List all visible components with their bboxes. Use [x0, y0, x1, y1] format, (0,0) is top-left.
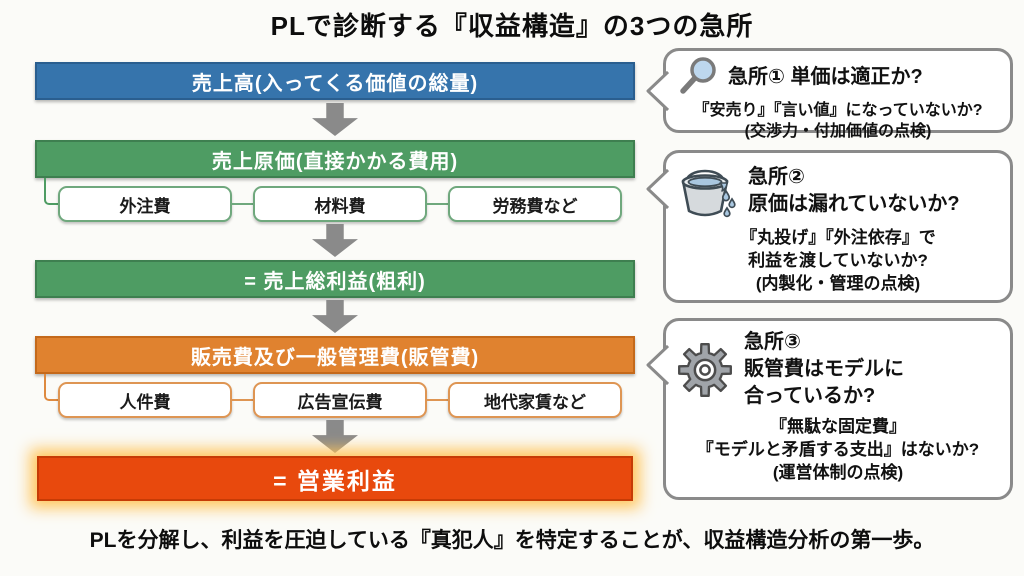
- callout3-body-line: (運営体制の点検): [772, 463, 904, 482]
- callout2-body-line: 利益を渡していないか?: [748, 251, 928, 270]
- callout2-body-line: (内製化・管理の点検): [755, 274, 921, 293]
- callout3-body-line: 『モデルと矛盾する支出』はないか?: [696, 440, 980, 459]
- magnifier-icon: [680, 57, 716, 94]
- callout2-body-line: 『丸投げ』『外注依存』で: [740, 228, 936, 247]
- connector-line: [230, 203, 253, 205]
- connector-line: [425, 399, 448, 401]
- connector-bracket-cogs: [44, 178, 59, 205]
- down-arrow-4: [312, 420, 358, 453]
- callout3-heading: 販管費はモデルに: [744, 358, 904, 380]
- sga-item-advertising: 広告宣伝費: [253, 382, 427, 418]
- callout-cost-leak: 急所② 原価は漏れていないか? 『丸投げ』『外注依存』で 利益を渡していないか?…: [646, 150, 1013, 303]
- callout1-body-line: 『安売り』『言い値』になっていないか?: [693, 102, 983, 119]
- callout2-heading: 原価は漏れていないか?: [748, 193, 960, 215]
- callout3-body-line: 『無駄な固定費』: [770, 417, 906, 436]
- bucket-icon: [681, 169, 736, 218]
- page-title: PLで診断する『収益構造』の3つの急所: [270, 11, 754, 41]
- gear-icon: [678, 342, 732, 397]
- callout3-heading: 急所③: [744, 331, 801, 353]
- flow-box-cogs: 売上原価(直接かかる費用): [35, 140, 635, 178]
- callout1-body-line: (交渉力・付加価値の点検): [744, 123, 932, 140]
- callout-unit-price: 急所① 単価は適正か? 『安売り』『言い値』になっていないか? (交渉力・付加価…: [646, 48, 1013, 140]
- callout2-heading: 急所②: [748, 166, 805, 188]
- connector-line: [425, 203, 448, 205]
- callout1-heading: 急所① 単価は適正か?: [728, 65, 923, 88]
- flow-box-sga: 販売費及び一般管理費(販管費): [35, 336, 635, 374]
- down-arrow-3: [312, 300, 358, 333]
- down-arrow-1: [312, 103, 358, 136]
- sga-item-rent: 地代家賃など: [448, 382, 622, 418]
- callout-tail: [646, 168, 669, 210]
- callout-sga-fit: 急所③ 販管費はモデルに 合っているか? 『無駄な固定費』 『モデルと矛盾する支…: [646, 318, 1013, 500]
- flow-box-sales: 売上高(入ってくる価値の総量): [35, 62, 635, 100]
- cogs-item-labor: 労務費など: [448, 186, 622, 222]
- cogs-item-materials: 材料費: [253, 186, 427, 222]
- footer-message: PLを分解し、利益を圧迫している『真犯人』を特定することが、収益構造分析の第一歩…: [89, 529, 935, 552]
- sga-item-personnel: 人件費: [58, 382, 232, 418]
- down-arrow-2: [312, 224, 358, 257]
- callout3-heading: 合っているか?: [744, 385, 876, 407]
- connector-bracket-sga: [44, 374, 59, 401]
- flow-box-gross-profit: = 売上総利益(粗利): [35, 260, 635, 298]
- callout-tail: [646, 344, 669, 386]
- callout-tail: [646, 70, 669, 112]
- connector-line: [230, 399, 253, 401]
- flow-box-operating-profit: = 営業利益: [37, 456, 633, 501]
- cogs-item-outsourcing: 外注費: [58, 186, 232, 222]
